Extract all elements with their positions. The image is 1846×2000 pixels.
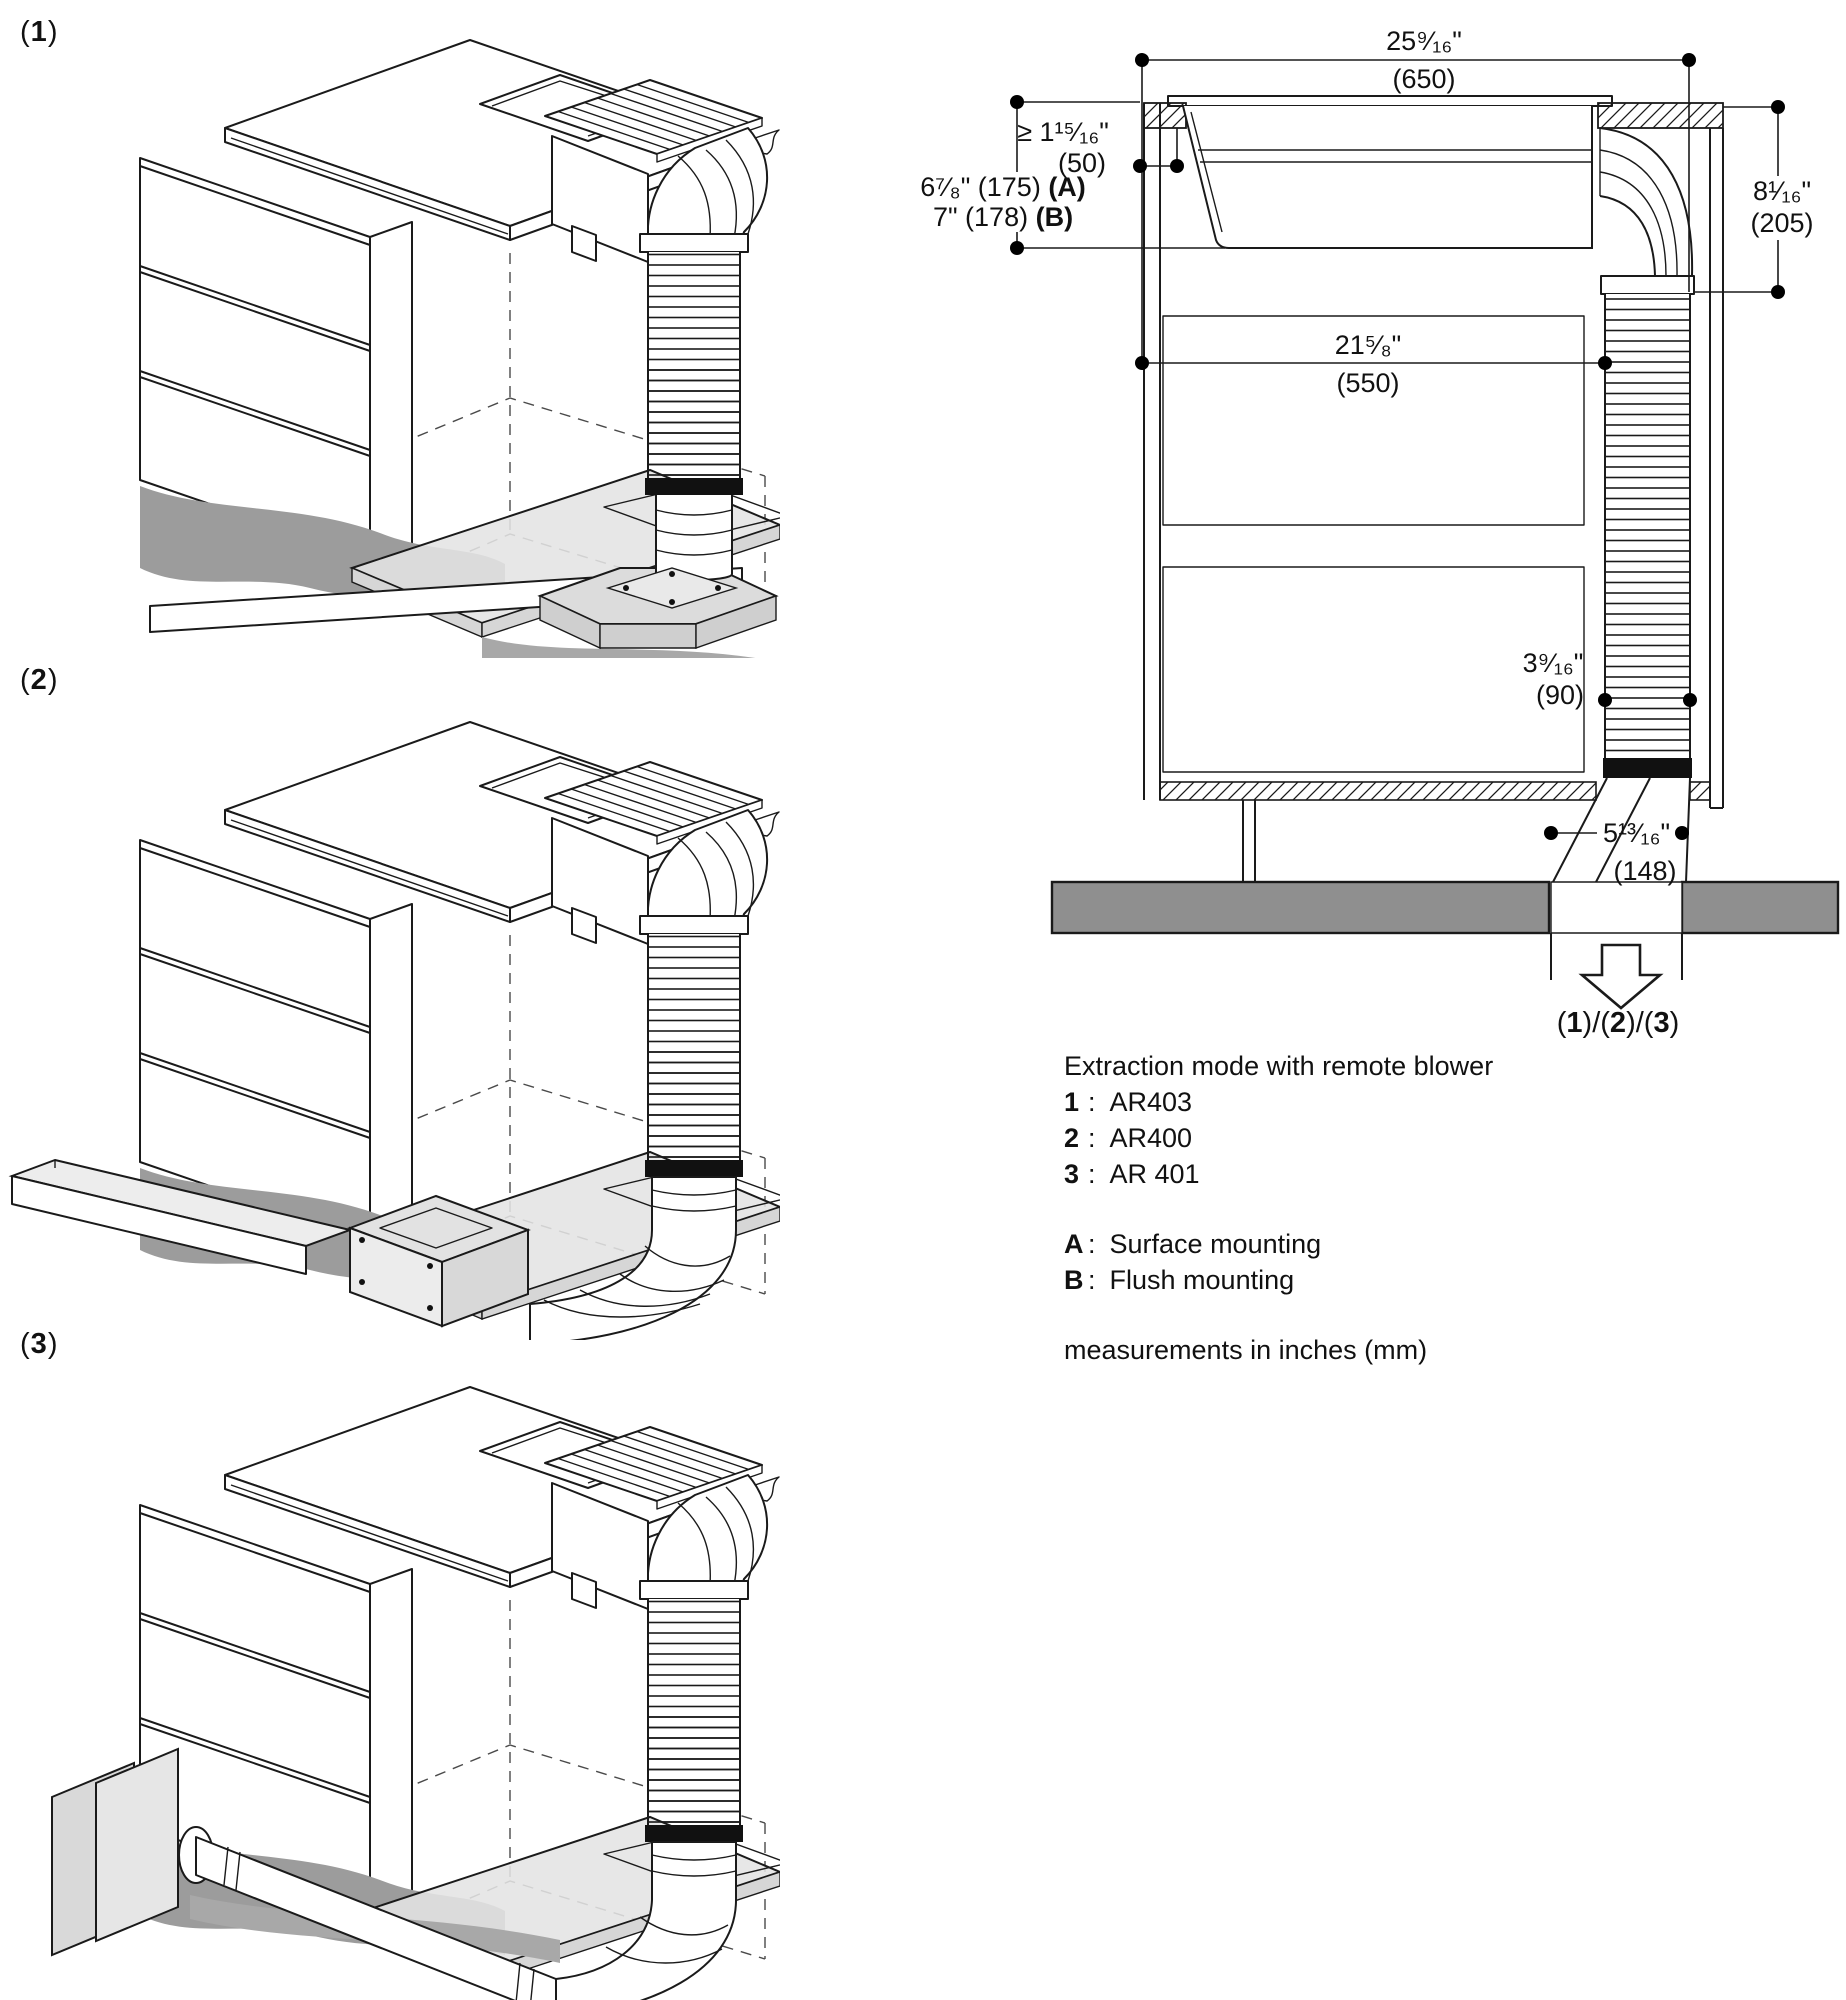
floor-opening xyxy=(1550,881,1683,934)
corrugated-elbow xyxy=(529,1176,737,1340)
duct-clamp-band xyxy=(1603,758,1692,778)
cabinet-structure xyxy=(1050,95,1840,1010)
dim-depth-surface: 6⁷⁄₈" (175) (A) xyxy=(920,172,1086,202)
figure1-label: (1) xyxy=(20,16,59,48)
duct-collar xyxy=(1600,275,1695,295)
legend: Extraction mode with remote blower 1:AR4… xyxy=(1064,1048,1493,1368)
figure2-label: (2) xyxy=(20,664,59,696)
legend-blower-2: 2:AR400 xyxy=(1064,1123,1193,1153)
dim-floor-opening-mm: (148) xyxy=(1613,856,1676,886)
figure3-label: (3) xyxy=(20,1328,59,1360)
figure1-illustration xyxy=(139,39,780,658)
airflow-down-arrow xyxy=(1578,943,1664,1010)
dim-duct-width-mm: (90) xyxy=(1536,680,1584,710)
horizontal-duct xyxy=(195,1836,557,2000)
dim-wall-gap-in: ≥ 1¹⁵⁄₁₆" xyxy=(1017,117,1109,147)
cooktop-tub xyxy=(1182,105,1593,249)
figure2-illustration xyxy=(8,721,780,1340)
cabinet-bottom-hatch xyxy=(1159,781,1597,801)
legend-mounting-a: A:Surface mounting xyxy=(1064,1229,1322,1259)
worktop-hatch-left xyxy=(1143,102,1187,129)
dim-duct-width-in: 3⁹⁄₁₆" xyxy=(1523,648,1584,678)
wall-plate-inner xyxy=(95,1747,179,1943)
figure3-illustration xyxy=(51,1386,780,2000)
dim-right-height-in: 8¹⁄₁₆" xyxy=(1753,176,1811,206)
legend-blower-1: 1:AR403 xyxy=(1064,1087,1193,1117)
legend-blower-3: 3:AR 401 xyxy=(1064,1159,1200,1189)
cross-section-diagram: 25⁹⁄₁₆" (650) ≥ 1¹⁵⁄₁₆" (50) 6⁷⁄₈" (175)… xyxy=(920,26,1840,1039)
dim-top-width-in: 25⁹⁄₁₆" xyxy=(1386,26,1462,56)
corrugated-duct xyxy=(1605,294,1690,758)
dim-floor-opening-in: 5¹³⁄₁₆" xyxy=(1603,818,1670,848)
dim-depth-flush: 7" (178) (B) xyxy=(933,202,1073,232)
legend-mounting-b: B:Flush mounting xyxy=(1064,1265,1295,1295)
dim-wall-gap-mm: (50) xyxy=(1058,148,1106,178)
lower-wave-band xyxy=(482,637,756,658)
blower-top-plate xyxy=(605,567,739,609)
dimension-annotations: 25⁹⁄₁₆" (650) ≥ 1¹⁵⁄₁₆" (50) 6⁷⁄₈" (175)… xyxy=(920,26,1813,1039)
dim-right-height-mm: (205) xyxy=(1750,208,1813,238)
drawer-box-upper xyxy=(1162,315,1585,526)
floor-bar-left xyxy=(1050,880,1551,935)
legend-note: measurements in inches (mm) xyxy=(1064,1335,1428,1365)
dim-top-width-mm: (650) xyxy=(1392,64,1455,94)
legend-title: Extraction mode with remote blower xyxy=(1064,1051,1494,1081)
cooktop-glass xyxy=(1167,95,1613,107)
cabinet-leg xyxy=(1238,800,1260,883)
drawer-box-lower xyxy=(1162,566,1585,773)
outlet-options-label: (1)/(2)/(3) xyxy=(1557,1007,1680,1039)
dim-inner-width-mm: (550) xyxy=(1336,368,1399,398)
floor-bar-right xyxy=(1680,880,1840,935)
dim-inner-width-in: 21⁵⁄₈" xyxy=(1335,330,1402,360)
worktop-hatch-right xyxy=(1597,102,1724,129)
